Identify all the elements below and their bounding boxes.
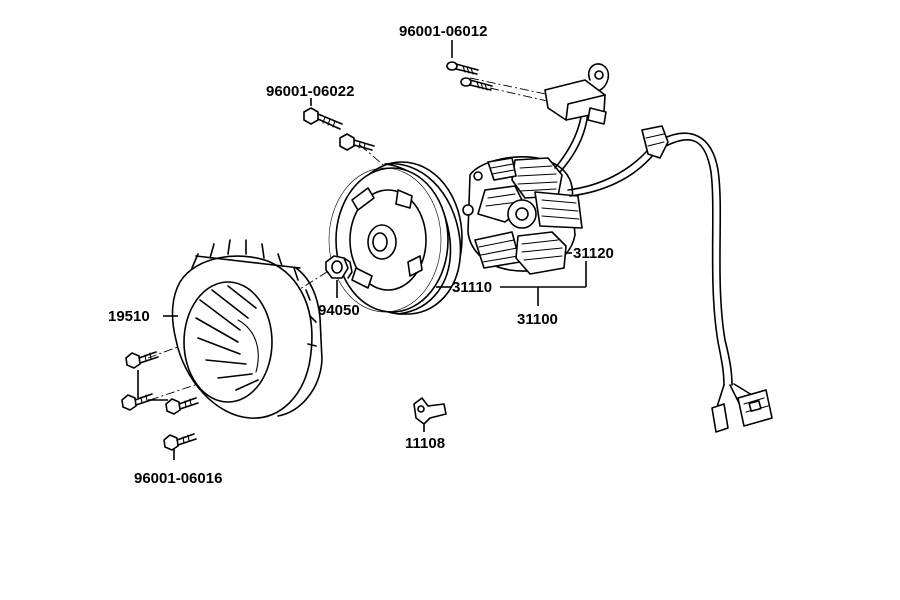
bolt-96001-06016-c <box>165 397 199 415</box>
pickup-coil-31120 <box>515 231 567 275</box>
label-19510: 19510 <box>108 308 150 325</box>
label-11108: 11108 <box>405 435 446 452</box>
cooling-fan <box>171 239 323 419</box>
bolt-96001-06016-d <box>163 433 197 451</box>
bolt-96001-06012-a <box>446 61 479 75</box>
harness-connector <box>711 383 773 433</box>
label-94050: 94050 <box>318 302 360 319</box>
label-31100: 31100 <box>517 311 558 328</box>
bracket-11108 <box>413 397 447 425</box>
bolt-96001-06022-a <box>303 107 343 130</box>
leader-lines <box>137 40 587 460</box>
label-31110: 31110 <box>452 279 493 296</box>
bolt-96001-06022-b <box>339 133 375 151</box>
bolt-96001-06016-b <box>121 393 155 411</box>
label-96001-06016: 96001-06016 <box>134 470 223 487</box>
label-96001-06022: 96001-06022 <box>266 83 355 100</box>
nut-94050 <box>325 255 353 279</box>
flywheel-rotor <box>328 161 463 315</box>
label-31120: 31120 <box>573 245 614 262</box>
label-96001-06012: 96001-06012 <box>399 23 488 40</box>
wire-harness <box>554 109 733 386</box>
bolt-96001-06016-a <box>125 351 159 369</box>
harness-grommet <box>641 125 669 159</box>
wire-clamp-bracket <box>544 63 610 125</box>
bolt-96001-06012-b <box>460 77 493 91</box>
